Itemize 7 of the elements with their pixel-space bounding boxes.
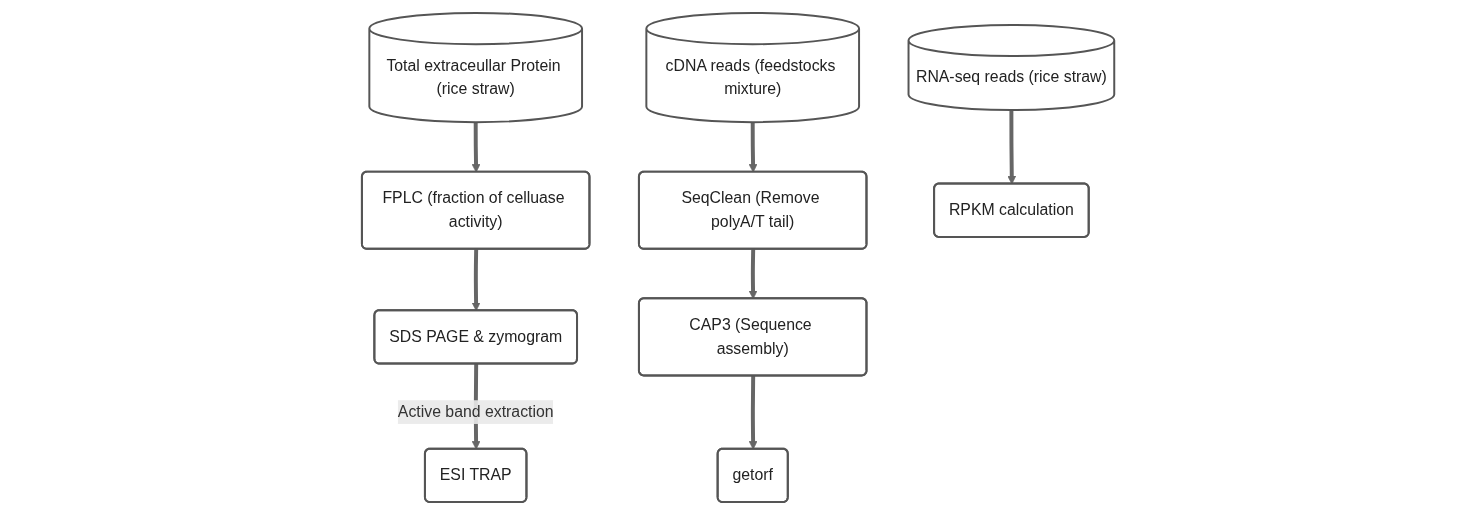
arrow xyxy=(471,249,481,312)
edge-label: Active band extraction xyxy=(397,403,554,420)
arrow xyxy=(748,375,758,450)
arrow xyxy=(748,122,758,173)
arrow xyxy=(1007,110,1017,185)
arrow xyxy=(748,249,758,300)
arrow xyxy=(471,122,481,173)
